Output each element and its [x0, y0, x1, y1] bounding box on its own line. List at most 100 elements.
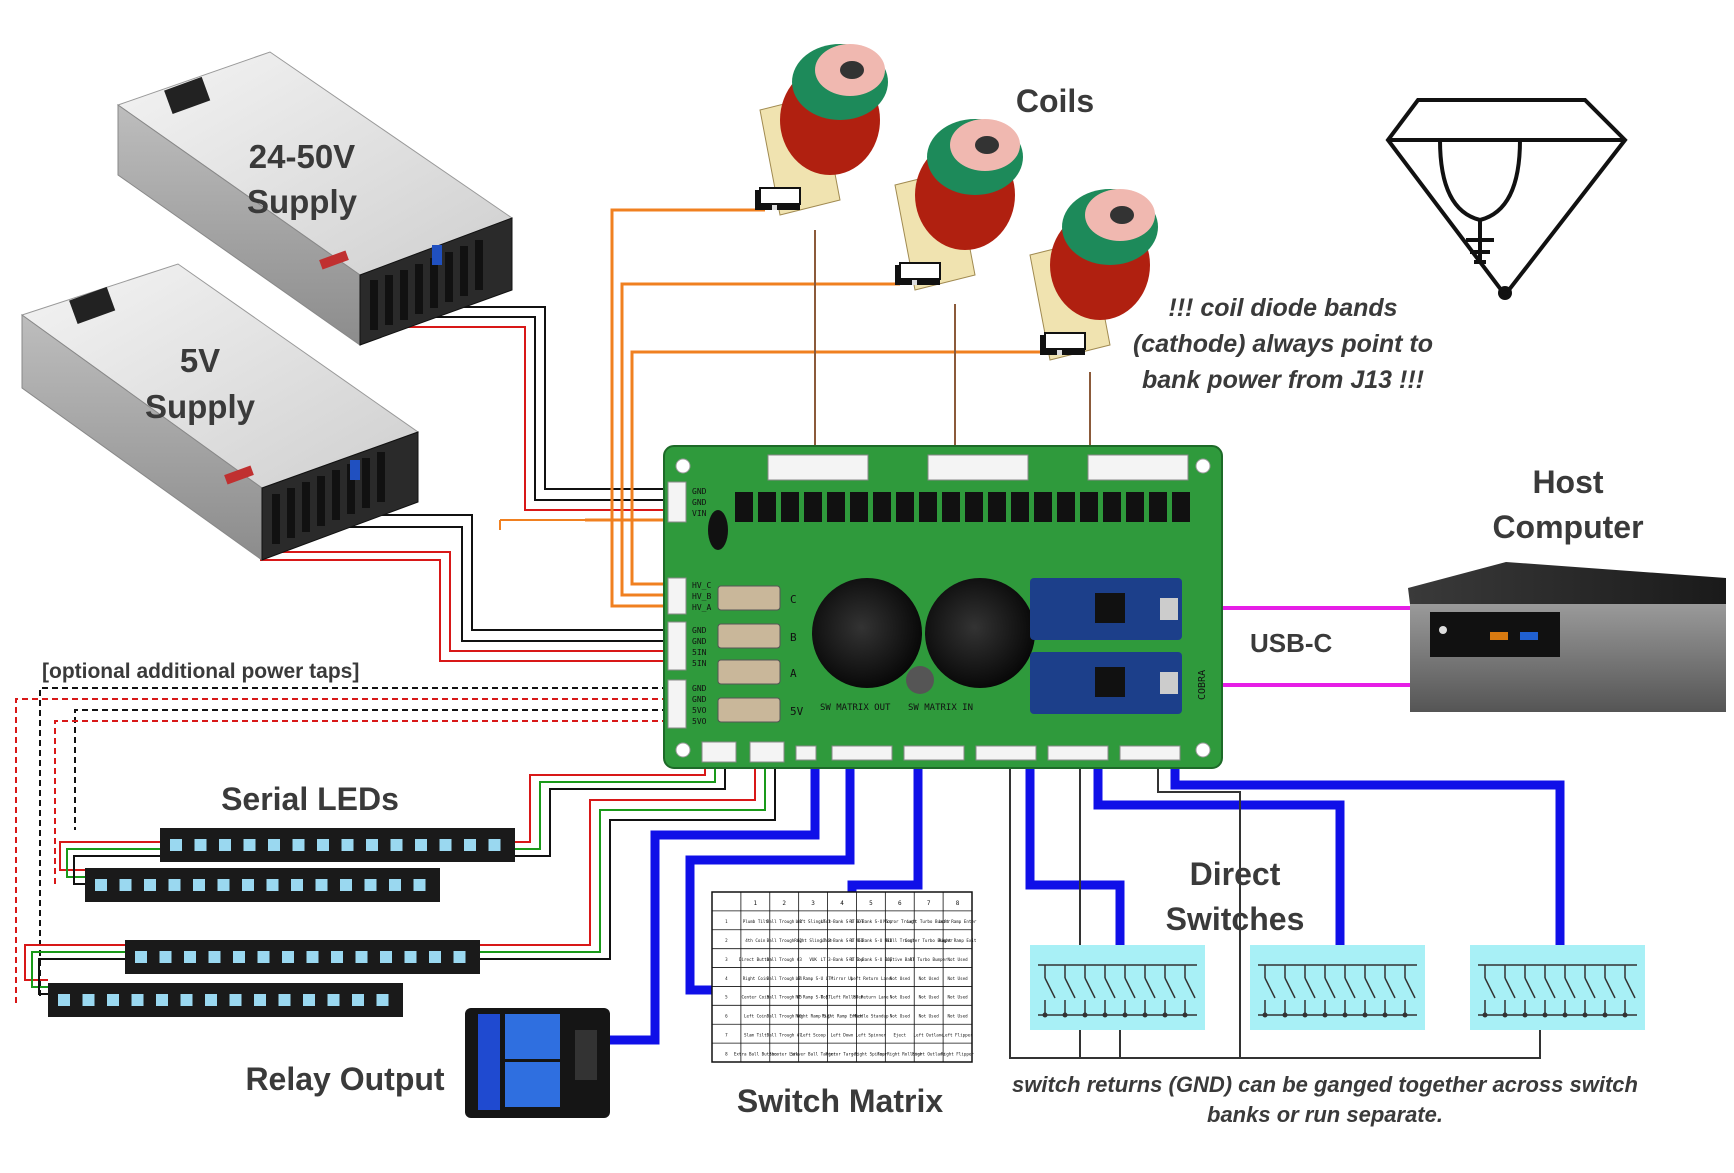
psu-5v — [20, 263, 420, 561]
matrix-header-cell: 5 — [869, 900, 873, 907]
matrix-cell: Center Turbo Bumper — [905, 938, 953, 943]
pin-5vo-1: 5VO — [692, 706, 707, 715]
mosfet-row — [735, 492, 1190, 522]
led-pixel — [352, 994, 364, 1006]
switch-contact — [1604, 977, 1616, 999]
matrix-cell: Not Used — [947, 957, 968, 962]
fuse-label-b: B — [790, 631, 797, 644]
switch-bank-bg — [1030, 945, 1205, 1030]
matrix-cell: Right Slingshot — [794, 938, 832, 943]
matrix-cell: Left Ramp Enter — [939, 919, 977, 924]
matrix-cell: RT 3-Bank S-U BOT — [849, 957, 892, 962]
matrix-header-cell: 7 — [927, 900, 931, 907]
matrix-cell: 6 — [725, 1014, 728, 1019]
switch-node — [1062, 1012, 1068, 1018]
switch-contact — [1144, 977, 1156, 999]
led-pixel — [170, 839, 182, 851]
switch-node — [1502, 1012, 1508, 1018]
matrix-cell: 4th Coin — [745, 938, 766, 943]
matrix-cell: Right Ramp Exit — [939, 938, 977, 943]
led-pixel — [131, 994, 144, 1006]
matrix-cell: Not Used — [947, 1014, 968, 1019]
led-pixel — [180, 994, 193, 1006]
matrix-cell: 5 — [725, 995, 728, 1000]
returns-note-1: switch returns (GND) can be ganged toget… — [1012, 1072, 1638, 1097]
led-pixel — [119, 879, 132, 891]
led-pixel — [404, 951, 417, 963]
switch-bank — [1030, 945, 1205, 1030]
matrix-cell: 8 — [725, 1051, 728, 1056]
direct-switches-label-1: Direct — [1190, 856, 1281, 892]
switch-node — [1522, 1012, 1528, 1018]
led-pixel — [464, 839, 476, 851]
switch-node — [1622, 1012, 1628, 1018]
matrix-cell: Skill Trough — [885, 938, 916, 943]
returns-note-2: banks or run separate. — [1207, 1102, 1443, 1127]
led-pixel — [243, 839, 256, 851]
led-pixel — [327, 994, 340, 1006]
led-pixel — [278, 994, 291, 1006]
led-pixel — [292, 839, 305, 851]
matrix-cell: Plumb Tilt — [743, 919, 769, 924]
led-pixel — [242, 879, 254, 891]
led-strip-3 — [125, 940, 480, 974]
led-pixel — [413, 879, 426, 891]
matrix-cell: Ball Trough #7 — [767, 1033, 803, 1038]
coil-3 — [1029, 189, 1158, 361]
matrix-cell: Left Slingshot — [795, 919, 831, 924]
matrix-header-cell: 3 — [811, 900, 815, 907]
pin-5in-2: 5IN — [692, 659, 707, 668]
switch-contact — [1564, 977, 1576, 999]
psu-24-50v — [116, 51, 514, 346]
matrix-table-frame — [711, 891, 973, 1063]
led-pixel — [217, 879, 230, 891]
led-pixel — [303, 994, 315, 1006]
switch-contact — [1104, 977, 1116, 999]
matrix-cell: Not Used — [890, 976, 911, 981]
matrix-cell: Mirror Target — [826, 1051, 859, 1056]
pin-gnd-4: GND — [692, 637, 707, 646]
switch-node — [1262, 1012, 1268, 1018]
switch-contact — [1304, 977, 1316, 999]
matrix-cell: Right Flipper — [941, 1051, 974, 1056]
matrix-cell: 4 — [725, 976, 728, 981]
led-pixel — [82, 994, 95, 1006]
led-pixel — [135, 951, 147, 963]
switch-node — [1282, 1012, 1288, 1018]
matrix-header-cell: 1 — [754, 900, 758, 907]
led-pixel — [282, 951, 294, 963]
matrix-cell: Extra Ball Button — [734, 1051, 777, 1056]
pin-hv-a: HV_A — [692, 603, 711, 612]
matrix-cell: Not Used — [919, 995, 940, 1000]
switch-bank-bg — [1250, 945, 1425, 1030]
board-logo-text: COBRA — [1197, 670, 1208, 700]
header-sw-out-label: SW MATRIX OUT — [820, 703, 891, 713]
orange-extra — [499, 519, 612, 530]
matrix-cell: RT 3-Bank S-U MID — [849, 938, 892, 943]
host-computer — [1408, 562, 1726, 712]
fuse-label-5v: 5V — [790, 705, 804, 718]
led-pixel — [291, 879, 303, 891]
fuse-label-c: C — [790, 593, 797, 606]
led-pixels — [58, 839, 501, 1006]
led-pixel — [340, 879, 352, 891]
switch-node — [1382, 1012, 1388, 1018]
matrix-header-cell: 6 — [898, 900, 902, 907]
matrix-cell: Mirror Up — [831, 976, 854, 981]
matrix-cell: Ball Trough #6 — [767, 1014, 803, 1019]
switch-contact — [1264, 977, 1276, 999]
matrix-cell: Left Spinner — [856, 1033, 887, 1038]
matrix-cell: Left Return Lane — [851, 976, 892, 981]
supply-high-label-2: Supply — [247, 183, 358, 220]
switch-contact — [1124, 977, 1136, 999]
matrix-header-cell: 8 — [956, 900, 960, 907]
switch-node — [1322, 1012, 1328, 1018]
host-label-2: Computer — [1492, 509, 1643, 545]
switch-contact — [1384, 977, 1396, 999]
led-pixel — [144, 879, 156, 891]
matrix-cell: Shooter Lane — [769, 1051, 800, 1056]
matrix-cell: Ball Trough #3 — [767, 957, 803, 962]
led-pixel — [380, 951, 392, 963]
switch-contact — [1504, 977, 1516, 999]
